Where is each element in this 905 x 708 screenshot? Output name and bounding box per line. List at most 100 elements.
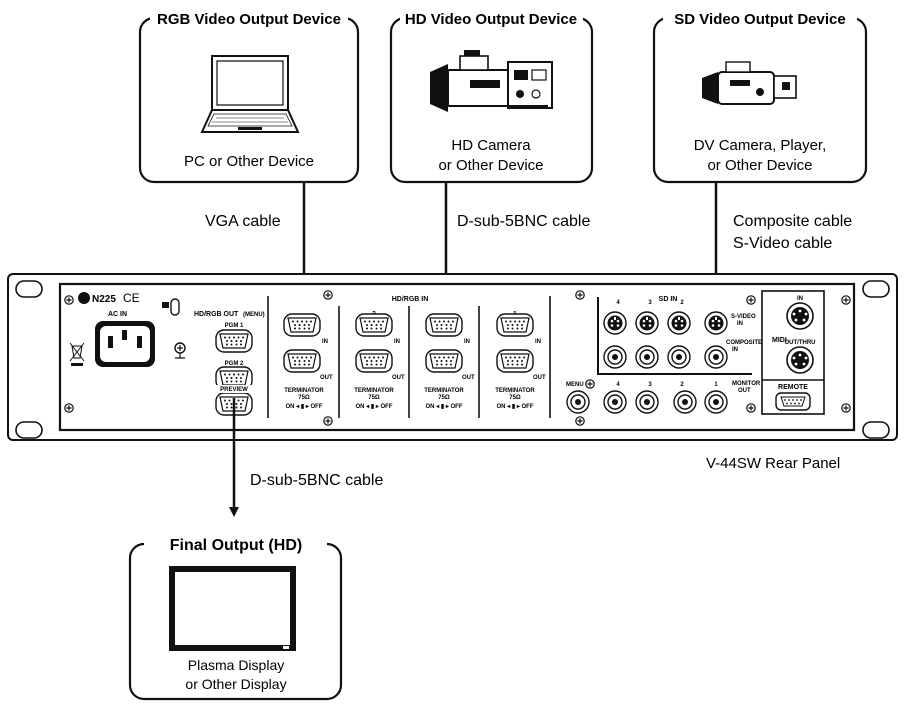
- terminator-switch-2[interactable]: ON ◂ ▮ ▸ OFF: [426, 404, 463, 410]
- panel-caption: V-44SW Rear Panel: [706, 455, 840, 472]
- hd-device-desc-1: HD Camera: [451, 137, 531, 154]
- sd-device-desc-2: or Other Device: [707, 157, 812, 174]
- composite-in-label: COMPOSITE: [726, 340, 762, 346]
- out-label-2: OUT: [462, 375, 475, 381]
- monitor-2-connector: [673, 390, 697, 414]
- weee-icon: [69, 342, 85, 366]
- dv-camera-icon: [702, 61, 797, 105]
- monitor-out-label: MONITOR: [732, 381, 761, 387]
- rgb-device-desc: PC or Other Device: [184, 153, 314, 170]
- plasma-display-icon: [169, 566, 296, 651]
- monitor-4-connector: [603, 390, 627, 414]
- terminator-switch-4[interactable]: ON ◂ ▮ ▸ OFF: [286, 404, 323, 410]
- svideo-in-label-2: IN: [737, 321, 743, 327]
- sd-device-box: SD Video Output Device DV Camera, Player…: [652, 9, 868, 184]
- midi-out-label: OUT/THRU: [785, 340, 816, 346]
- out-label-1: OUT: [533, 375, 546, 381]
- out-label-4: OUT: [320, 375, 333, 381]
- monitor-1-connector: [704, 390, 728, 414]
- midi-label: MIDI: [772, 337, 787, 344]
- ac-inlet: [95, 321, 155, 367]
- hd-device-desc-2: or Other Device: [438, 157, 543, 174]
- rack-hole-tr: [862, 280, 890, 298]
- terminator-label-1: TERMINATOR: [495, 388, 535, 394]
- pgm1-connector: [215, 329, 253, 353]
- terminator-label-2: TERMINATOR: [424, 388, 464, 394]
- monitor-3-label: 3: [648, 382, 652, 388]
- final-output-desc-2: or Other Display: [185, 676, 286, 692]
- menu-bnc-connector: [566, 390, 590, 414]
- rack-hole-bl: [15, 421, 43, 439]
- terminator-sub-4: 75Ω: [298, 395, 310, 401]
- hdrgb-out-2-connector: [425, 349, 463, 373]
- svideo-2-label: 2: [680, 300, 684, 306]
- midi-in-label: IN: [797, 296, 803, 302]
- terminator-sub-1: 75Ω: [509, 395, 521, 401]
- pgm1-label: PGM 1: [225, 323, 244, 329]
- monitor-1-label: 1: [714, 382, 718, 388]
- terminator-switch-3[interactable]: ON ◂ ▮ ▸ OFF: [356, 404, 393, 410]
- svideo-in-label: S-VIDEO: [731, 314, 756, 320]
- preview-label: PREVIEW: [220, 387, 248, 393]
- midi-in-connector: [786, 302, 814, 330]
- pgm2-label: PGM 2: [225, 361, 244, 367]
- hdrgb-out-4-connector: [283, 349, 321, 373]
- out-label-3: OUT: [392, 375, 405, 381]
- hdrgb-out-1-connector: [496, 349, 534, 373]
- rack-hole-tl: [15, 280, 43, 298]
- monitor-3-connector: [635, 390, 659, 414]
- in-label-3: IN: [394, 339, 400, 345]
- midi-out-connector: [786, 346, 814, 374]
- monitor-out-label-2: OUT: [738, 388, 751, 394]
- remote-label: REMOTE: [778, 384, 808, 391]
- vga-cable-label: VGA cable: [205, 213, 281, 230]
- rear-panel: N225 CE AC IN HD/RGB OUT (MENU) PGM 1 PG…: [7, 273, 898, 441]
- security-lock-icon: [162, 298, 180, 316]
- svideo-cable-label: S-Video cable: [733, 235, 832, 252]
- in-label-1: IN: [535, 339, 541, 345]
- cert-number: N225: [92, 294, 116, 305]
- hdrgb-in-2-connector: [425, 313, 463, 337]
- hdrgb-in-1-connector: [496, 313, 534, 337]
- svideo-4-connector: [603, 311, 627, 335]
- dsub-cable-label-top: D-sub-5BNC cable: [457, 213, 590, 230]
- composite-4-connector: [603, 345, 627, 369]
- menu-out-label: MENU: [566, 382, 584, 388]
- composite-1-connector: [704, 345, 728, 369]
- hd-device-box: HD Video Output Device HD Camera or Othe…: [389, 9, 594, 184]
- hdrgb-in-4-connector: [283, 313, 321, 337]
- terminator-sub-2: 75Ω: [438, 395, 450, 401]
- laptop-icon: [200, 55, 300, 133]
- svideo-2-connector: [667, 311, 691, 335]
- composite-in-label-2: IN: [732, 347, 738, 353]
- terminator-switch-1[interactable]: ON ◂ ▮ ▸ OFF: [497, 404, 534, 410]
- ground-icon: [174, 342, 186, 359]
- ce-mark: CE: [123, 291, 140, 305]
- hd-camera-icon: [430, 50, 553, 112]
- svideo-4-label: 4: [616, 300, 620, 306]
- composite-2-connector: [667, 345, 691, 369]
- in-label-2: IN: [464, 339, 470, 345]
- terminator-label-3: TERMINATOR: [354, 388, 394, 394]
- svideo-1-connector: [704, 311, 728, 335]
- hdrgb-in-label: HD/RGB IN: [392, 296, 429, 303]
- hdrgb-out-3-connector: [355, 349, 393, 373]
- final-output-title: Final Output (HD): [170, 537, 302, 554]
- cert-mark-icon: [78, 292, 90, 304]
- terminator-label-4: TERMINATOR: [284, 388, 324, 394]
- rgb-device-title: RGB Video Output Device: [157, 11, 341, 28]
- dsub-cable-label-out: D-sub-5BNC cable: [250, 472, 383, 489]
- composite-cable-label: Composite cable: [733, 213, 852, 230]
- svideo-3-connector: [635, 311, 659, 335]
- ac-in-label: AC IN: [108, 311, 127, 318]
- menu-tag: (MENU): [243, 312, 265, 318]
- monitor-4-label: 4: [616, 382, 620, 388]
- composite-3-connector: [635, 345, 659, 369]
- rgb-device-box: RGB Video Output Device PC or Other Devi…: [138, 9, 360, 184]
- sd-device-desc-1: DV Camera, Player,: [694, 137, 827, 154]
- hdrgb-out-label: HD/RGB OUT: [194, 311, 239, 318]
- terminator-sub-3: 75Ω: [368, 395, 380, 401]
- final-output-box: Final Output (HD) Plasma Display or Othe…: [128, 534, 343, 701]
- sd-device-title: SD Video Output Device: [674, 11, 845, 28]
